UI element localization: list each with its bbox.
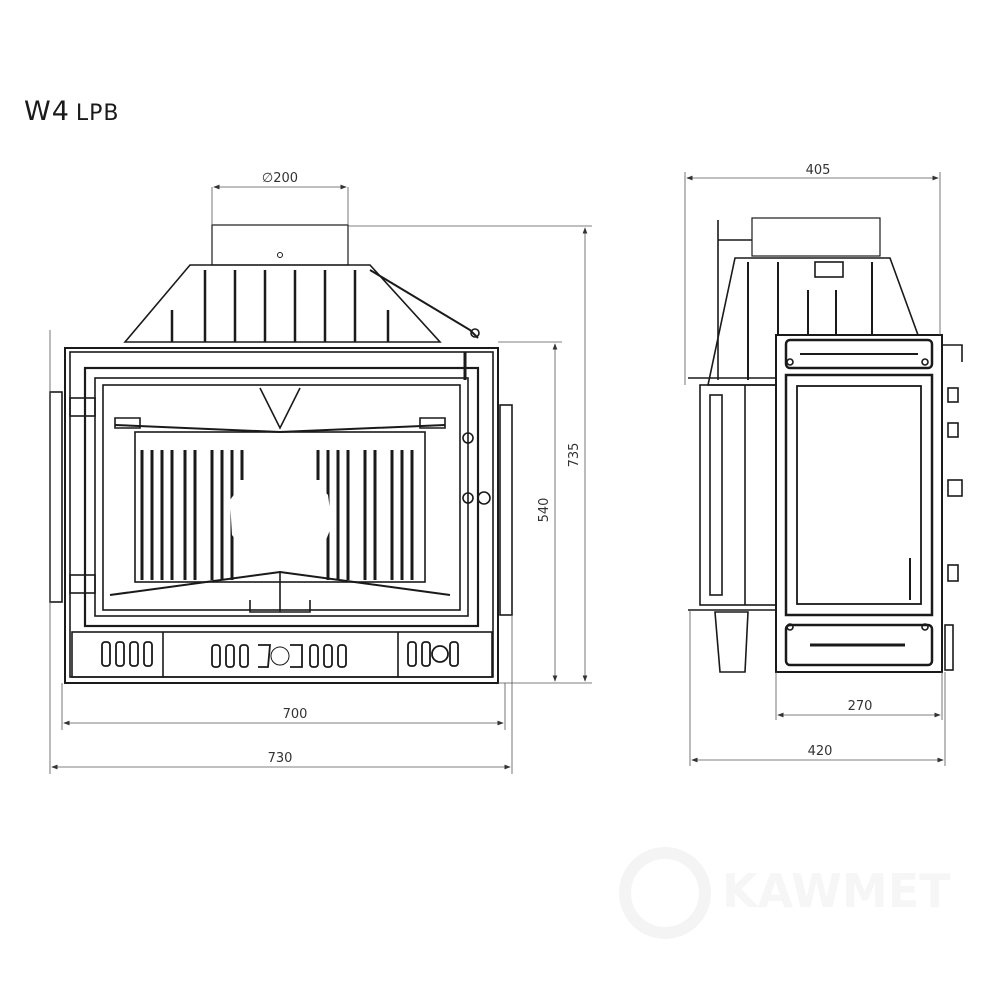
- side-view: [688, 217, 963, 673]
- svg-text:KAWMET: KAWMET: [722, 864, 951, 918]
- dim-side-door-depth: 270: [848, 699, 873, 714]
- dim-side-top-depth: 405: [806, 163, 831, 178]
- watermark-logo: KAWMET: [619, 847, 951, 939]
- model-variant: LPB: [75, 101, 120, 126]
- dim-body-width: 700: [283, 707, 308, 722]
- dim-body-height: 540: [537, 498, 552, 523]
- dim-total-width: 730: [268, 751, 293, 766]
- dim-flue-diameter: ∅200: [262, 171, 298, 186]
- model-name: W4: [24, 96, 70, 127]
- dimension-lines: [49, 172, 946, 774]
- dim-total-height: 735: [567, 443, 582, 468]
- air-vents: [101, 641, 459, 668]
- firebrick-ribs: [140, 450, 414, 580]
- front-view: [49, 224, 513, 684]
- dimension-labels: ∅200 735 540 700 730 405 270 420: [262, 163, 872, 766]
- dim-side-total-depth: 420: [808, 744, 833, 759]
